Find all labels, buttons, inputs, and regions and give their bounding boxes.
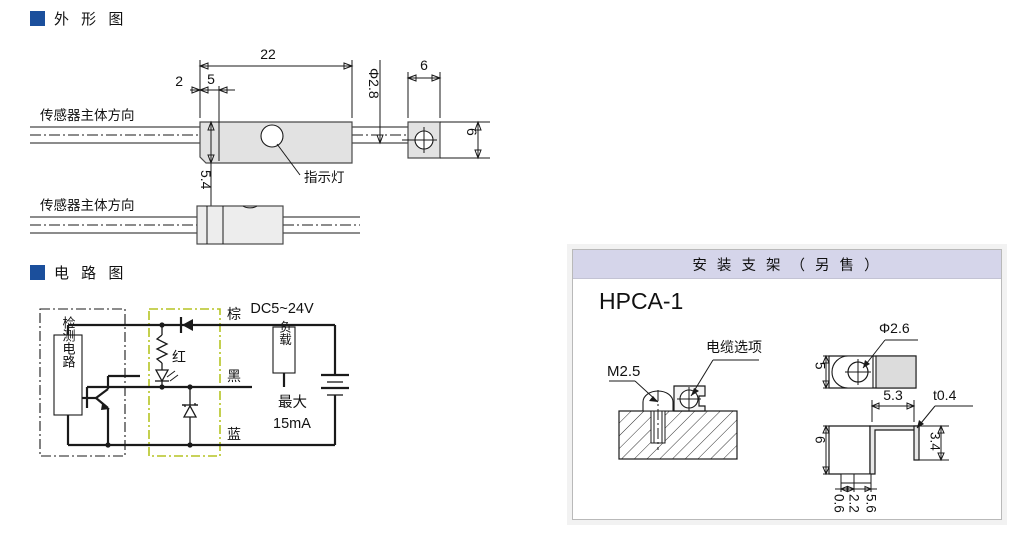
label-load: 负载 [277,321,291,347]
label-cable-option: 电缆选项 [706,339,762,355]
mounting-bracket-panel: 安 装 支 架 （ 另 售 ） HPCA-1 [572,249,1002,520]
dim-length-total: 22 [260,46,276,62]
dim-base-a: 0.6 [832,494,847,513]
dim-cable-dia: Φ2.8 [366,68,382,99]
label-wire-brown: 棕 [227,306,241,322]
label-wire-black: 黑 [227,368,241,384]
label-led-red: 红 [172,349,186,365]
label-indicator: 指示灯 [304,170,345,185]
label-detection-circuit: 检测电路 [61,316,76,368]
circuit-diagram: 检测电路 [30,295,370,485]
dim-side-height: 6 [464,128,480,136]
label-wire-blue: 蓝 [227,426,241,442]
dim-notch-width: 5 [207,71,215,87]
label-max-current-1: 最大 [278,394,307,411]
dim-top-height: 5 [813,362,828,370]
dim-step-width: 5.3 [883,387,903,403]
dim-thickness: t0.4 [933,387,957,403]
dim-hole-dia: Φ2.6 [879,320,910,336]
dim-notch-offset: 2 [175,73,183,89]
dim-base-b: 2.2 [847,494,862,513]
label-sensor-direction-bottom: 传感器主体方向 [40,197,135,213]
bracket-header-title: 安 装 支 架 （ 另 售 ） [692,257,882,274]
section-header-outline: 外 形 图 [30,8,127,29]
section-header-circuit: 电 路 图 [30,262,127,283]
section-title-circuit: 电 路 图 [54,265,128,282]
protection-boundary-box [148,308,221,457]
label-max-current-2: 15mA [273,416,311,432]
label-screw-m25: M2.5 [607,363,640,380]
label-sensor-direction-top: 传感器主体方向 [40,107,135,123]
label-supply-voltage: DC5~24V [250,301,314,317]
bracket-panel-header: 安 装 支 架 （ 另 售 ） [573,250,1001,279]
sensor-boundary-box [39,308,126,457]
bracket-drawing: M2.5 电缆选项 Φ2.6 [573,278,1003,521]
dim-flange-height: 3.4 [928,432,943,451]
section-title-outline: 外 形 图 [54,11,128,28]
section-bullet-icon [30,265,45,280]
dim-base-c: 5.6 [864,494,879,513]
dim-body-height: 5.4 [198,170,214,190]
dim-side-height: 6 [813,436,828,444]
dim-side-width: 6 [420,57,428,73]
section-bullet-icon [30,11,45,26]
bracket-model-name: HPCA-1 [599,288,684,314]
outline-drawing: 指示灯 传感器主体方向 22 2 5 Φ2.8 [0,30,560,255]
